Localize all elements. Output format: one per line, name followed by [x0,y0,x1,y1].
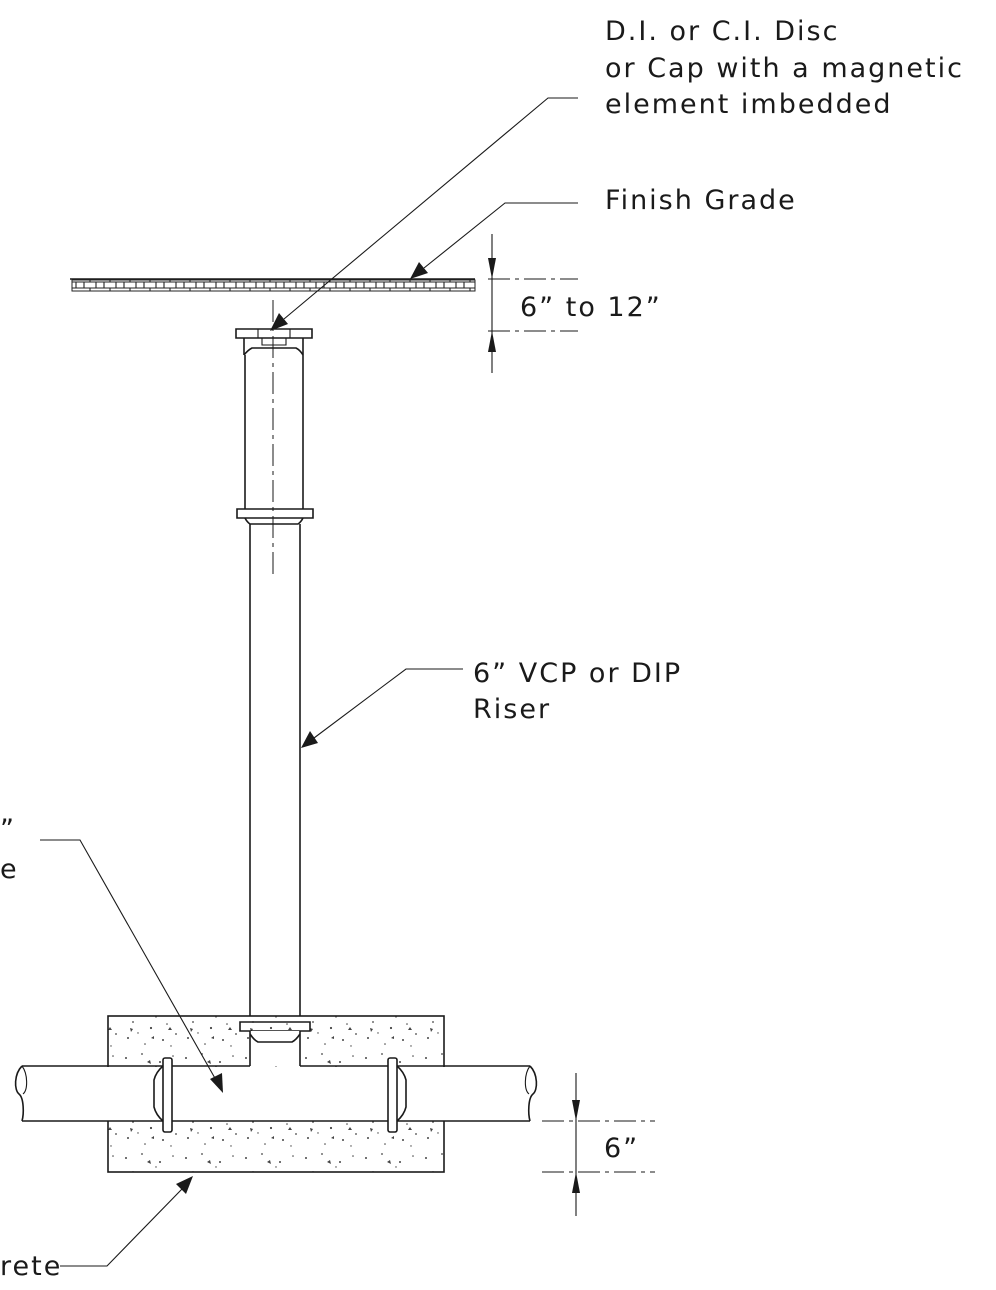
concrete-label: rete [0,1251,62,1282]
finish-grade-leader [410,202,578,279]
bottom-dimension [542,1073,655,1216]
tee-fitting [239,1021,311,1066]
main-sewer-pipe [14,1065,538,1122]
depth-dimension [488,234,578,373]
riser-label-line-1: 6” VCP or DIP [473,658,682,689]
concrete-leader [60,1176,193,1267]
riser-leader [301,668,463,748]
disc-label-line-3: element imbedded [605,89,893,120]
bottom-dimension-label: 6” [604,1133,639,1164]
tee-label-line-1: ” [0,814,16,845]
disc-label-line-1: D.I. or C.I. Disc [605,16,839,47]
riser-label-line-2: Riser [473,694,551,725]
riser-coupling [236,508,314,525]
left-bell-joint [153,1057,173,1133]
riser-upper-section [244,355,304,509]
disc-cap [235,328,313,356]
riser-pipe [249,524,301,1022]
finish-grade-surface [70,278,476,292]
tee-leader [40,839,223,1093]
finish-grade-label: Finish Grade [605,185,797,216]
right-bell-joint [387,1057,407,1133]
disc-leader [270,97,578,331]
depth-dimension-label: 6” to 12” [520,292,662,323]
tee-label-line-2: e [0,854,19,885]
disc-label-line-2: or Cap with a magnetic [605,53,964,84]
